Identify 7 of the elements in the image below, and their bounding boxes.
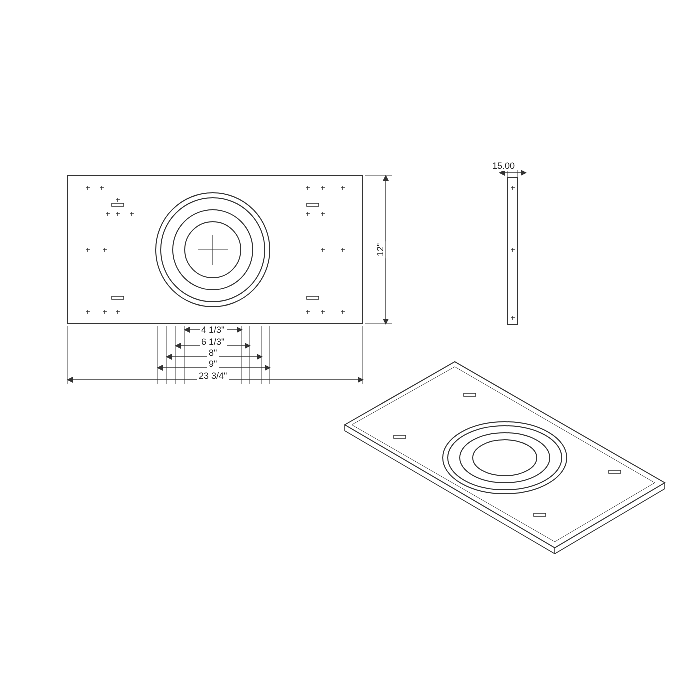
dimension-label: 4 1/3" xyxy=(200,325,227,335)
dimension-label: 6 1/3" xyxy=(200,337,227,347)
dimension-label: 12" xyxy=(375,241,386,259)
dimension-label: 9" xyxy=(207,359,220,369)
dimension-label: 23 3/4" xyxy=(197,371,230,381)
dimension-label: 8" xyxy=(207,348,220,358)
dimension-label: 15.00 xyxy=(490,161,518,171)
